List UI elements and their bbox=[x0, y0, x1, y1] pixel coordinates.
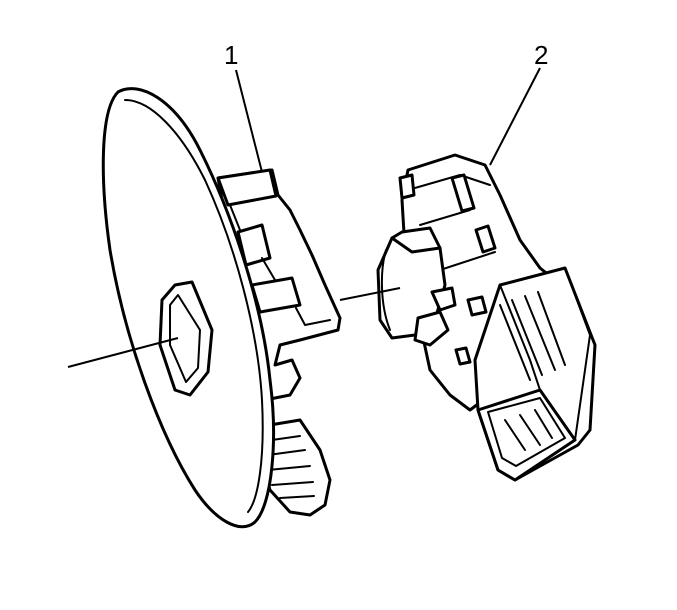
bezel-rail bbox=[229, 204, 331, 326]
part-2-switch bbox=[376, 153, 597, 482]
bezel-clip-ribs bbox=[267, 435, 315, 499]
callout-leader-1 bbox=[235, 69, 263, 173]
bezel-opening-inner bbox=[169, 294, 201, 383]
callout-label-1: 1 bbox=[224, 40, 238, 70]
switch-plunger-face bbox=[380, 249, 391, 331]
switch-side-tab-left bbox=[398, 173, 416, 200]
switch-small-square-lower bbox=[454, 346, 472, 366]
switch-connector-edge bbox=[499, 267, 591, 441]
callout-leader-2 bbox=[489, 67, 541, 166]
switch-connector-pins bbox=[499, 291, 566, 451]
callout-label-2: 2 bbox=[534, 40, 548, 70]
bezel-top-tab bbox=[216, 168, 278, 207]
switch-slot-upper bbox=[450, 173, 476, 213]
switch-slot-middle bbox=[474, 224, 497, 254]
alignment-line-left bbox=[67, 337, 179, 368]
switch-plunger-lug-upper bbox=[430, 286, 457, 312]
switch-small-square bbox=[466, 295, 488, 317]
part-1-bezel bbox=[101, 87, 342, 529]
switch-connector-cavity bbox=[487, 397, 566, 467]
alignment-line-middle bbox=[339, 287, 401, 301]
switch-plunger-lug bbox=[413, 310, 450, 347]
switch-plunger-cap bbox=[390, 226, 442, 254]
bezel-lower-window bbox=[250, 276, 302, 314]
bezel-face-inner-edge bbox=[124, 99, 264, 513]
